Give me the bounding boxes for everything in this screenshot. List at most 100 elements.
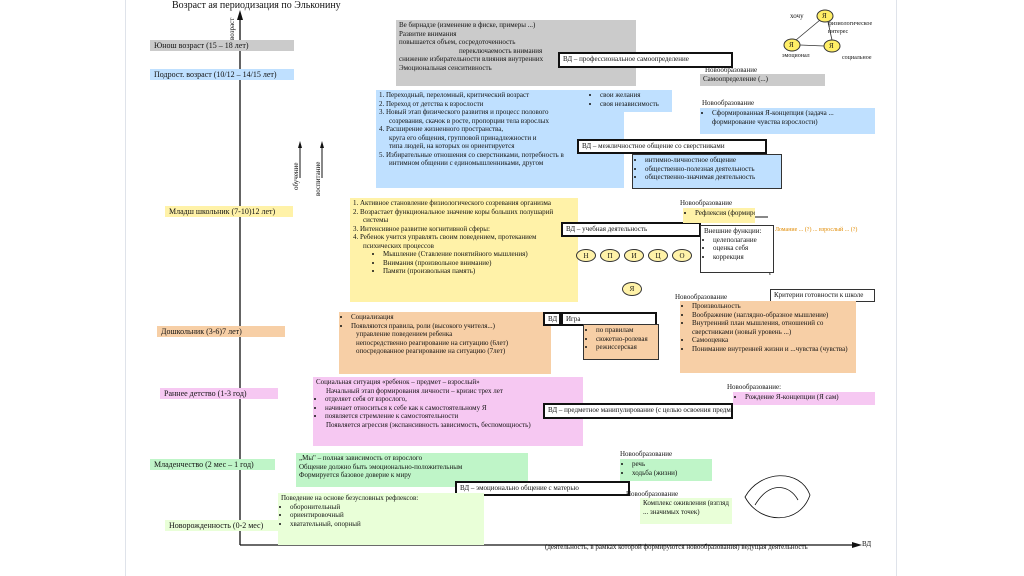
infancy-new-title: Новообразование [620, 450, 673, 458]
preschool-game-box: по правиламсюжетно-ролеваярежиссерская [583, 324, 659, 360]
early-line: появляется стремление к самостоятельност… [325, 412, 580, 421]
physical-label: физиологическое [828, 21, 873, 27]
school-func-item: оценка себя [713, 244, 770, 253]
age-infancy: Младенчество (2 мес – 1 год) [150, 459, 275, 470]
vertical-label-vospitanie: воспитание [314, 161, 322, 196]
infancy-new-box: речьходьба (жизни) [620, 459, 712, 481]
school-sub-item: Мышление (Ставление понятийного мышления… [383, 250, 575, 259]
school-new-title: Новообразование [680, 199, 733, 207]
age-youth: Юнош возраст (15 – 18 лет) [150, 40, 294, 51]
early-vd-box: ВД – предметное манипулирование (с целью… [543, 403, 733, 419]
early-new-box: Рождение Я-концепции (Я сам) [733, 392, 875, 405]
ya-top: Я [822, 12, 827, 20]
teen-vd-item: общественно-полезная деятельность [645, 165, 778, 174]
preschool-new-item: Воображение (наглядно-образное мышление) [692, 311, 853, 320]
age-school: Младш школьник (7-10)12 лет) [165, 206, 293, 217]
youth-new-title: Новообразование [705, 66, 758, 74]
youth-line: Ве бирнадзе (изменение в фиске, примеры … [399, 21, 536, 29]
teen-new-item: Сформированная Я-концепция (задача ... ф… [712, 109, 872, 126]
preschool-box: Социализация Появляются правила, роли (в… [339, 312, 551, 374]
school-new-box: Рефлексия (формирование Я) [683, 208, 755, 223]
school-func-box: Внешние функции: целеполаганиеоценка себ… [700, 225, 774, 273]
infancy-line: Формируется базовое доверие к миру [299, 471, 412, 479]
school-func-item: целеполагание [713, 236, 770, 245]
teen-line: 5. Избирательные отношения со сверстника… [379, 150, 564, 159]
youth-line: снижение избирательности влияния внутрен… [399, 55, 544, 63]
teen-line: созревания, скачок в росте, пропорции те… [389, 116, 549, 125]
preschool-new-title: Новообразование [675, 293, 728, 301]
school-func-title: Внешние функции: [704, 227, 762, 235]
bottom-caption: (деятельность, в рамках которой формирую… [545, 543, 808, 551]
teen-vd-item: интимно-личностное общение [645, 156, 778, 165]
school-new-item: Рефлексия (формирование Я) [695, 209, 755, 218]
teen-line: круга его общения, групповой принадлежно… [389, 133, 537, 142]
teen-vd-box: ВД – межличностное общение со сверстника… [577, 139, 767, 154]
school-line: 3. Интенсивное развитие когнитивной сфер… [353, 224, 490, 233]
youth-line: повышается объем, сосредоточенность [399, 38, 516, 46]
teen-side-box: свои желаниясвоя независимость [588, 90, 672, 112]
teen-vd-items: интимно-личностное общениеобщественно-по… [632, 154, 782, 189]
ya-right: Я [829, 42, 834, 50]
preschool-line: непосредственно реагирование на ситуацию… [356, 338, 509, 347]
school-line: 2. Возрастает функциональное значение ко… [353, 207, 554, 216]
preschool-new-item: Понимание внутренней жизни и ...чувства … [692, 345, 853, 354]
school-sub-item: Внимания (произвольное внимание) [383, 259, 575, 268]
early-new-item: Рождение Я-концепции (Я сам) [745, 393, 872, 402]
early-new-title: Новообразование: [727, 383, 782, 391]
teen-line: 4. Расширение жизненного пространства, [379, 125, 504, 133]
preschool-new-item: Внутренний план мышления, отношений со с… [692, 319, 853, 336]
preschool-line: опосредованное реагирование на ситуацию … [356, 347, 506, 355]
early-line: Появляется агрессия (экспансивность зави… [326, 420, 531, 429]
infancy-new-item: речь [632, 460, 709, 469]
ya-left: Я [789, 41, 794, 49]
school-line: 4. Ребенок учится управлять своим поведе… [353, 233, 537, 241]
age-early: Раннее детство (1-3 год) [160, 388, 278, 399]
newborn-line: хватательный, опорный [290, 520, 481, 529]
early-box: Социальная ситуация «ребенок – предмет –… [313, 377, 583, 446]
preschool-new-box: Произвольность Воображение (наглядно-обр… [680, 301, 856, 373]
school-line: психических процессов [363, 241, 434, 250]
early-line: Социальная ситуация «ребенок – предмет –… [316, 378, 480, 386]
teen-line: 2. Переход от детства к взрослости [379, 99, 484, 108]
youth-line: Развитие внимания [399, 29, 457, 38]
circle-o: О [672, 249, 692, 262]
hochu-label: хочу [790, 12, 804, 20]
school-line: системы [363, 216, 389, 224]
newborn-line: Поведение на основе безусловных рефлексо… [281, 494, 419, 502]
youth-line: Эмоциональная сенситивность [399, 63, 492, 72]
school-line: 1. Активное становление физиологического… [353, 199, 552, 207]
newborn-new-title: Новообразование [626, 490, 679, 498]
youth-new-text: Самоопределение (...) [700, 74, 825, 86]
newborn-box: Поведение на основе безусловных рефлексо… [278, 493, 484, 545]
infancy-line: „Мы" – полная зависимость от взрослого [299, 454, 423, 462]
infancy-new-item: ходьба (жизни) [632, 469, 709, 478]
age-teen: Подрост. возраст (10/12 – 14/15 лет) [150, 69, 294, 80]
interest-label: интерес [828, 29, 849, 35]
social-label: социальное [842, 55, 872, 61]
age-preschool: Дошкольник (3-6)7 лет) [157, 326, 285, 337]
infancy-vd-box: ВД – эмоционально общение с матерью [455, 481, 630, 496]
axis-y-label: возраст [228, 17, 236, 40]
axis-x-label: ВД [862, 540, 872, 548]
preschool-vd: ВД [543, 312, 561, 326]
teen-new-box: Сформированная Я-концепция (задача ... ф… [700, 108, 875, 134]
teen-vd-item: общественно-значимая деятельность [645, 173, 778, 182]
newborn-new-text: Комплекс оживления (взгляд ... значимых … [640, 498, 732, 524]
school-note: Ломание ... (?) ... взрослый ... (?) [775, 227, 858, 233]
early-line: Начальный этап формирования личности – к… [326, 386, 503, 395]
teen-line: интимном общении с единомышленниками, др… [389, 159, 544, 167]
preschool-game-item: по правилам [596, 326, 655, 335]
preschool-game-item: режиссерская [596, 343, 655, 352]
circle-i: И [624, 249, 644, 262]
preschool-new-item: Произвольность [692, 302, 853, 311]
preschool-line: Появляются правила, роли (высокого учите… [351, 322, 548, 331]
vertical-label-obuchenie: обучение [292, 162, 300, 190]
circle-n: Н [576, 249, 596, 262]
preschool-line: управление поведением ребенка [356, 330, 453, 338]
teen-side-item: свои желания [600, 91, 669, 100]
teen-new-title: Новообразование [702, 99, 755, 107]
teen-line: 1. Переходный, переломный, критический в… [379, 91, 530, 99]
circle-ya: Я [622, 282, 642, 296]
school-box: 1. Активное становление физиологического… [350, 198, 578, 302]
newborn-line: оборонительный [290, 503, 481, 512]
